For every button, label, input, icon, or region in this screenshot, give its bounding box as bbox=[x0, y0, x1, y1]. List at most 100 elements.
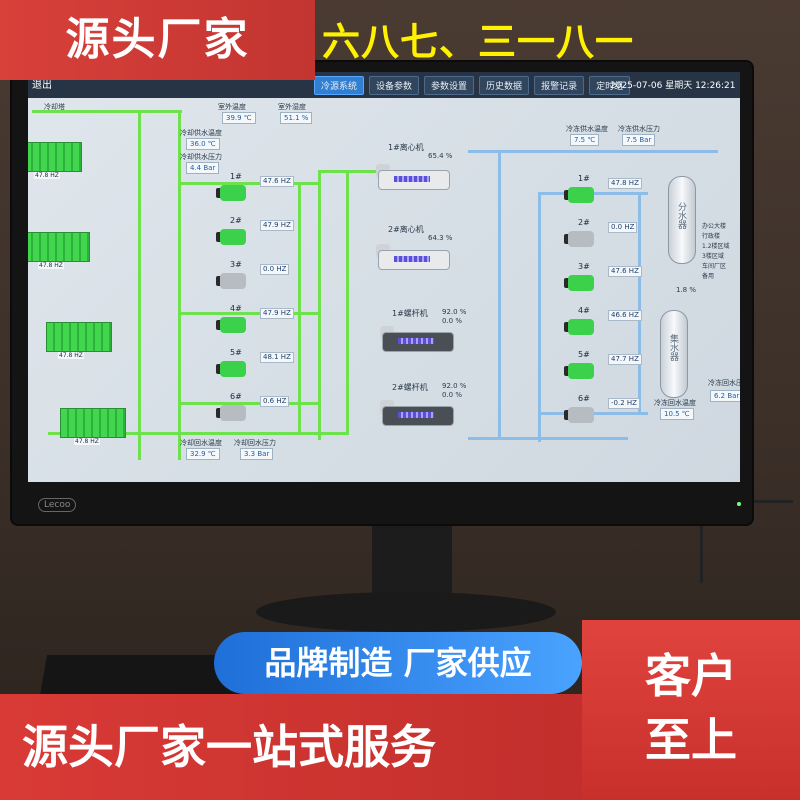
chw-pump-frequency: -0.2 HZ bbox=[608, 398, 640, 409]
cw-pump-5[interactable] bbox=[216, 358, 250, 380]
water-collector-tank[interactable] bbox=[660, 310, 688, 398]
monitor-logo: Lecoo bbox=[38, 498, 77, 512]
cw-return-temp: 32.9 ℃ bbox=[186, 448, 220, 460]
brand-pill: 品牌制造 厂家供应 bbox=[214, 632, 582, 694]
chiller-screw-1[interactable] bbox=[378, 322, 456, 352]
tab-param-settings[interactable]: 参数设置 bbox=[424, 76, 475, 95]
cw-pump-3[interactable] bbox=[216, 270, 250, 292]
cw-supply-press-label: 冷却供水压力 bbox=[180, 153, 222, 161]
cw-pump-frequency: 47.9 HZ bbox=[260, 308, 294, 319]
chiller-screw-2[interactable] bbox=[378, 396, 456, 426]
outdoor-temp-label: 室外温度 bbox=[218, 103, 246, 111]
branch-legend: 办公大楼 行政楼 1.2楼区域 3楼区域 车间厂区 备用 bbox=[702, 222, 730, 282]
cooling-tower-1[interactable] bbox=[28, 142, 82, 172]
cooling-tower-3[interactable] bbox=[46, 322, 112, 352]
chw-pump-5[interactable] bbox=[564, 360, 598, 382]
cw-return-press-label: 冷却回水压力 bbox=[234, 439, 276, 447]
pipe bbox=[298, 182, 301, 432]
outdoor-temp: 39.9 ℃ bbox=[222, 112, 256, 124]
cw-pump-number: 2# bbox=[230, 216, 242, 225]
back-button[interactable]: 退出 bbox=[32, 80, 52, 91]
service-banner: 源头厂家一站式服务 bbox=[0, 694, 582, 800]
chw-supply-press: 7.5 Bar bbox=[622, 134, 656, 146]
legend-item: 3楼区域 bbox=[702, 253, 724, 260]
chw-supply-temp: 7.5 ℃ bbox=[570, 134, 600, 146]
datetime: 2025-07-06 星期天 12:26:21 bbox=[610, 81, 736, 91]
tab-alarms[interactable]: 报警记录 bbox=[534, 76, 585, 95]
tab-history[interactable]: 历史数据 bbox=[479, 76, 530, 95]
legend-item: 备用 bbox=[702, 273, 715, 280]
screw-1-name: 1#螺杆机 bbox=[392, 309, 428, 318]
outdoor-hum: 51.1 % bbox=[280, 112, 313, 124]
chw-return-temp: 10.5 ℃ bbox=[660, 408, 694, 420]
tab-cold-source[interactable]: 冷源系统 bbox=[314, 76, 365, 95]
chw-pump-4[interactable] bbox=[564, 316, 598, 338]
tab-timer[interactable]: 定时组 bbox=[589, 76, 631, 95]
customer-line-2: 至上 bbox=[645, 713, 737, 767]
chw-pump-frequency: 46.6 HZ bbox=[608, 310, 642, 321]
cw-pump-4[interactable] bbox=[216, 314, 250, 336]
cw-pump-number: 3# bbox=[230, 260, 242, 269]
chw-pump-number: 2# bbox=[578, 218, 590, 227]
screw-2-load2: 0.0 % bbox=[442, 391, 463, 399]
chw-return-temp-label: 冷冻回水温度 bbox=[654, 399, 696, 407]
legend-item: 1.2楼区域 bbox=[702, 243, 730, 250]
pipe bbox=[32, 110, 182, 113]
cw-pump-frequency: 0.6 HZ bbox=[260, 396, 290, 407]
chw-pump-1[interactable] bbox=[564, 184, 598, 206]
hmi-nav: 冷源系统 设备参数 参数设置 历史数据 报警记录 定时组 bbox=[314, 76, 631, 95]
hmi-topbar: 退出 冷源系统 设备参数 参数设置 历史数据 报警记录 定时组 2025-07-… bbox=[28, 72, 740, 98]
chw-pump-frequency: 47.8 HZ bbox=[608, 178, 642, 189]
outdoor-hum-label: 室外湿度 bbox=[278, 103, 306, 111]
cooling-tower-2[interactable] bbox=[28, 232, 90, 262]
customer-first-banner: 客户 至上 bbox=[582, 620, 800, 800]
chw-pump-number: 4# bbox=[578, 306, 590, 315]
brand-banner: 源头厂家 bbox=[0, 0, 315, 80]
tower-1-hz: 47.8 HZ bbox=[34, 172, 60, 179]
tower-3-hz: 47.8 HZ bbox=[58, 352, 84, 359]
chiller-centrifugal-1[interactable] bbox=[374, 160, 452, 190]
legend-item: 行政楼 bbox=[702, 233, 721, 240]
pipe bbox=[178, 312, 318, 315]
cw-supply-temp-label: 冷却供水温度 bbox=[180, 129, 222, 137]
cw-pump-6[interactable] bbox=[216, 402, 250, 424]
pipe bbox=[468, 437, 628, 440]
chw-pump-number: 1# bbox=[578, 174, 590, 183]
cw-pump-1[interactable] bbox=[216, 182, 250, 204]
chw-supply-press-label: 冷冻供水压力 bbox=[618, 125, 660, 133]
chw-pump-3[interactable] bbox=[564, 272, 598, 294]
cw-supply-press: 4.4 Bar bbox=[186, 162, 220, 174]
monitor-stand-neck bbox=[372, 522, 452, 602]
chiller-centrifugal-2[interactable] bbox=[374, 240, 452, 270]
chw-pump-number: 6# bbox=[578, 394, 590, 403]
screw-1-load: 92.0 % bbox=[442, 308, 467, 316]
water-distributor-tank[interactable] bbox=[668, 176, 696, 264]
pipe bbox=[538, 192, 541, 442]
chw-pump-2[interactable] bbox=[564, 228, 598, 250]
chw-pump-6[interactable] bbox=[564, 404, 598, 426]
power-led bbox=[737, 502, 741, 506]
hmi-screen: 退出 冷源系统 设备参数 参数设置 历史数据 报警记录 定时组 2025-07-… bbox=[28, 72, 740, 482]
cooling-tower-4[interactable] bbox=[60, 408, 126, 438]
screw-1-load2: 0.0 % bbox=[442, 317, 463, 325]
cw-pump-number: 1# bbox=[230, 172, 242, 181]
chw-pump-frequency: 0.0 HZ bbox=[608, 222, 638, 233]
tower-4-hz: 47.8 HZ bbox=[74, 438, 100, 445]
cw-pump-number: 6# bbox=[230, 392, 242, 401]
slogan-text: 六八七、三一八一 bbox=[322, 20, 635, 64]
pipe bbox=[178, 182, 318, 185]
chw-pump-frequency: 47.6 HZ bbox=[608, 266, 642, 277]
pipe bbox=[178, 402, 318, 405]
chiller-1-load: 65.4 % bbox=[428, 152, 453, 160]
tank-2-label: 集水器 bbox=[668, 334, 678, 361]
legend-item: 办公大楼 bbox=[702, 223, 727, 230]
cw-pump-2[interactable] bbox=[216, 226, 250, 248]
cw-return-temp-label: 冷却回水温度 bbox=[180, 439, 222, 447]
screw-2-name: 2#螺杆机 bbox=[392, 383, 428, 392]
cw-return-press: 3.3 Bar bbox=[240, 448, 274, 460]
chiller-2-load: 64.3 % bbox=[428, 234, 453, 242]
tab-equipment-params[interactable]: 设备参数 bbox=[369, 76, 420, 95]
pipe bbox=[498, 150, 501, 440]
chiller-1-name: 1#离心机 bbox=[388, 143, 424, 152]
tank-1-label: 分水器 bbox=[676, 202, 686, 229]
